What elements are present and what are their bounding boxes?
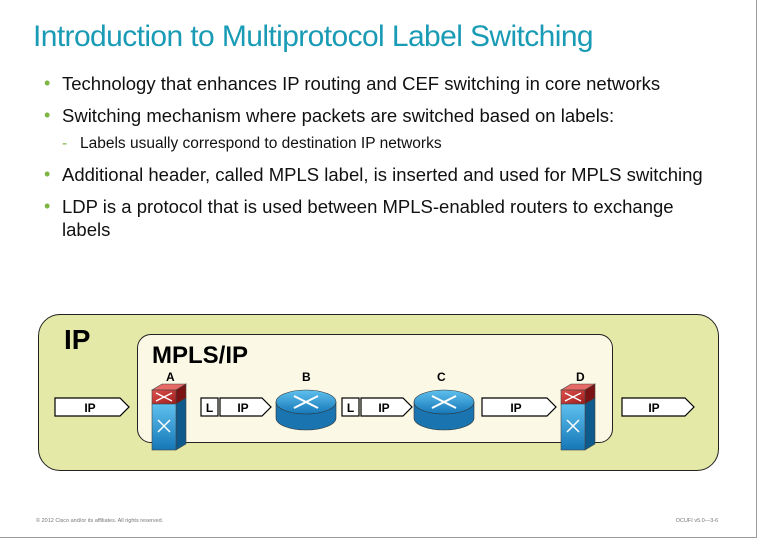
router-b-icon — [275, 389, 337, 431]
mpls-domain-label: MPLS/IP — [152, 342, 249, 369]
bullet-item: • Additional header, called MPLS label, i… — [44, 163, 724, 186]
course-code-footer: DCUFI v5.0—3-6 — [676, 518, 719, 524]
copyright-footer: © 2012 Cisco and/or its affiliates. All … — [36, 518, 164, 524]
sub-bullet-text: Labels usually correspond to destination… — [80, 135, 442, 152]
bullet-item: • LDP is a protocol that is used between … — [44, 195, 724, 241]
bullet-text: Additional header, called MPLS label, is… — [62, 164, 703, 185]
bullet-dot-icon: • — [44, 196, 51, 216]
svg-text:IP: IP — [648, 401, 659, 415]
svg-text:L: L — [206, 401, 213, 415]
bullet-text: LDP is a protocol that is used between M… — [62, 196, 674, 240]
labeled-packet-1: L IP — [200, 397, 272, 417]
mpls-domain-box — [137, 334, 613, 443]
router-d-label: D — [576, 370, 585, 384]
sub-bullet-item: -Labels usually correspond to destinatio… — [44, 134, 724, 154]
ip-domain-label: IP — [64, 324, 91, 355]
router-b-label: B — [302, 370, 311, 384]
router-a-label: A — [166, 370, 175, 384]
switch-d-icon — [559, 383, 597, 451]
bullet-dot-icon: • — [44, 164, 51, 184]
switch-a-icon — [150, 383, 188, 451]
svg-text:IP: IP — [510, 401, 521, 415]
svg-text:IP: IP — [378, 401, 389, 415]
bullet-item: • Technology that enhances IP routing and… — [44, 72, 724, 95]
ip-packet-ingress: IP — [54, 397, 130, 417]
svg-text:IP: IP — [237, 401, 248, 415]
svg-text:IP: IP — [84, 401, 95, 415]
bullet-dot-icon: • — [44, 73, 51, 93]
dash-icon: - — [62, 135, 68, 152]
labeled-packet-2: L IP — [341, 397, 413, 417]
ip-packet-egress-core: IP — [481, 397, 557, 417]
bullet-item: • Switching mechanism where packets are s… — [44, 104, 724, 127]
ip-packet-egress: IP — [621, 397, 695, 417]
router-c-icon — [413, 389, 475, 431]
bullet-text: Switching mechanism where packets are sw… — [62, 105, 615, 126]
bullet-list: • Technology that enhances IP routing and… — [44, 72, 724, 250]
router-c-label: C — [437, 370, 446, 384]
bullet-text: Technology that enhances IP routing and … — [62, 73, 661, 94]
svg-text:L: L — [347, 401, 354, 415]
bullet-dot-icon: • — [44, 105, 51, 125]
slide-title: Introduction to Multiprotocol Label Swit… — [33, 20, 594, 53]
